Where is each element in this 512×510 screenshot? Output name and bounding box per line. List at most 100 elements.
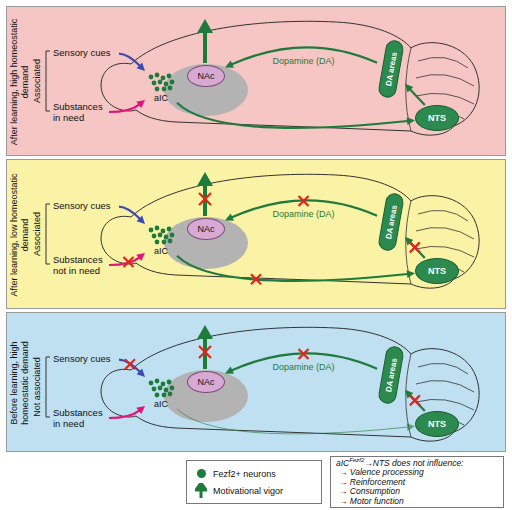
connector [109,253,145,265]
arrowhead [225,367,234,374]
block-mark [410,395,420,405]
connector [119,54,145,71]
aic-region: aIC [145,224,177,256]
cue-text: Substances not in need [53,254,109,276]
connector-line [410,395,425,411]
neuron-dot [152,387,157,392]
arrowhead [407,423,415,431]
arrowhead [407,270,415,278]
connector [119,360,145,377]
connector [177,256,415,281]
edge-label: Dopamine (DA) [273,362,335,372]
connector-line [109,257,140,265]
connector [109,100,145,112]
nac-ellipse: NAc [187,218,225,240]
aic-region: aIC [145,377,177,409]
arrowhead [136,253,145,261]
region-label: DA areas [384,51,399,86]
region-label: NAc [197,377,214,387]
info-item: → Reinforcement [336,478,498,487]
info-item: → Motor function [336,497,498,506]
region-label: DA areas [384,204,399,239]
connector-line [109,104,140,112]
block-mark [410,242,420,252]
neuron-dot [155,393,160,398]
edge-label: Dopamine (DA) [273,209,335,219]
neuron-dot [168,392,173,397]
panel-title: After learning, low homeostatic demand [9,170,30,300]
region-label: NTS [428,419,446,429]
arrowhead [405,84,413,93]
neuron-dot [170,386,175,391]
info-heading-part: →NTS does not influence: [364,458,463,468]
block-mark [124,257,134,267]
arrowhead [137,63,145,71]
cue-text: Sensory cues [53,200,119,211]
cue-label: Substances in need [53,101,109,123]
legend-text: Motivational vigor [213,486,283,496]
neuron-dot [170,233,175,238]
edge-label: Dopamine (DA) [273,56,335,66]
neuron-dot [167,380,172,385]
da-band: DA areas [377,39,405,99]
nts-ellipse: NTS [415,258,459,284]
neuron-dot [162,240,167,245]
connector [405,237,425,258]
neuron-dot [152,81,157,86]
cue-label: Sensory cues [53,47,119,58]
neuron-dot [170,80,175,85]
neuron-dot [164,235,169,240]
region-label: aIC [145,246,177,256]
neuron-dot [168,239,173,244]
da-band: DA areas [377,192,405,252]
legend-swatch [197,469,206,478]
legend-text: Fezf2+ neurons [213,469,276,479]
connector-line [119,207,140,219]
neuron-dot [161,76,166,81]
legend-row: Motivational vigor [195,482,313,499]
neuron-dot [161,229,166,234]
connector [177,103,415,128]
info-heading-part: aIC [336,458,349,468]
association-label: Not associated [32,357,42,417]
connector [405,84,425,105]
neuron-dot [155,87,160,92]
connector [225,47,377,67]
arrowhead [136,100,145,108]
cue-text: Sensory cues [53,353,119,364]
neuron-dot [168,86,173,91]
da-band: DA areas [377,345,405,405]
connector [225,200,377,220]
info-heading: aICFezf2→NTS does not influence: [336,459,498,468]
neuron-cluster [145,71,177,93]
region-label: NTS [428,266,446,276]
neuron-dot [149,75,154,80]
cue-label: Sensory cues [53,353,119,364]
info-heading-superscript: Fezf2 [349,457,364,463]
block-mark [299,349,309,359]
nac-ellipse: NAc [187,65,225,87]
region-label: NAc [197,71,214,81]
connector [225,353,377,373]
info-box: aICFezf2→NTS does not influence:→ Valenc… [330,456,504,508]
connector-line [410,242,425,258]
panel-band: After learning, high homeostatic demandS… [6,6,506,156]
region-label: NTS [428,113,446,123]
neuron-dot [158,80,163,85]
panel-title: After learning, high homeostatic demand [9,17,30,147]
legend-arrow-shape [196,483,206,498]
info-item: → Consumption [336,487,498,496]
arrowhead [407,117,415,125]
arrowhead [137,216,145,224]
connector [405,390,425,411]
nts-ellipse: NTS [415,105,459,131]
neuron-dot [155,226,160,231]
neuron-cluster [145,224,177,246]
arrowhead [405,390,413,399]
nac-ellipse: NAc [187,371,225,393]
neuron-cluster [145,377,177,399]
connector-line [177,409,408,434]
neuron-dot [162,393,167,398]
block-mark [125,359,135,369]
